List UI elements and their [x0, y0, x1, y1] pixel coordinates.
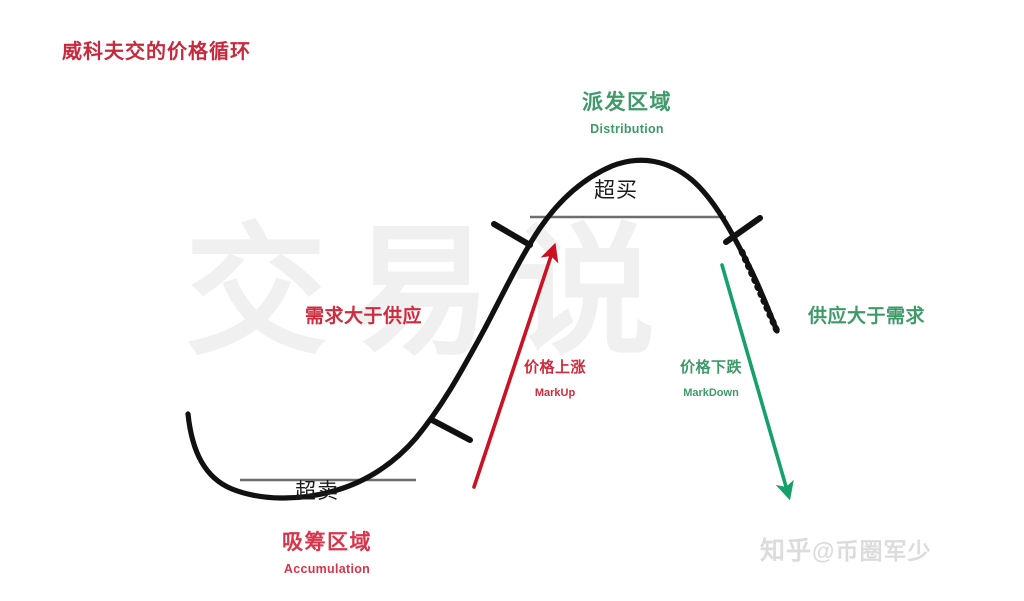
page-title: 威科夫交的价格循环 [62, 41, 251, 63]
markdown-arrow [720, 263, 794, 501]
price-cycle-curve [185, 157, 780, 501]
distribution-zone-label: 派发区域 Distribution [567, 91, 687, 137]
markdown-phase-en: MarkDown [683, 386, 739, 399]
curve-beaded-tail [738, 248, 781, 335]
supply-statement-label: 供应大于需求 [808, 306, 926, 327]
markdown-phase-label: 价格下跌 MarkDown [666, 360, 756, 399]
markdown-phase-cn: 价格下跌 [679, 359, 742, 376]
markup-phase-cn: 价格上涨 [523, 359, 586, 376]
overbought-label: 超买 [594, 179, 638, 202]
oversold-label: 超卖 [295, 480, 339, 503]
accumulation-zone-label: 吸筹区域 Accumulation [264, 531, 390, 577]
demand-statement-label: 需求大于供应 [305, 306, 423, 327]
markup-phase-en: MarkUp [534, 386, 576, 399]
cross-tick-markup-end [491, 221, 533, 248]
accumulation-zone-cn: 吸筹区域 [282, 531, 372, 554]
cross-tick-accumulation-exit [429, 417, 473, 443]
markup-arrow [472, 242, 559, 489]
distribution-zone-cn: 派发区域 [582, 91, 672, 114]
distribution-zone-en: Distribution [590, 122, 664, 137]
accumulation-zone-en: Accumulation [283, 562, 371, 577]
markup-phase-label: 价格上涨 MarkUp [512, 360, 598, 399]
cross-tick-distribution-exit [723, 215, 763, 245]
